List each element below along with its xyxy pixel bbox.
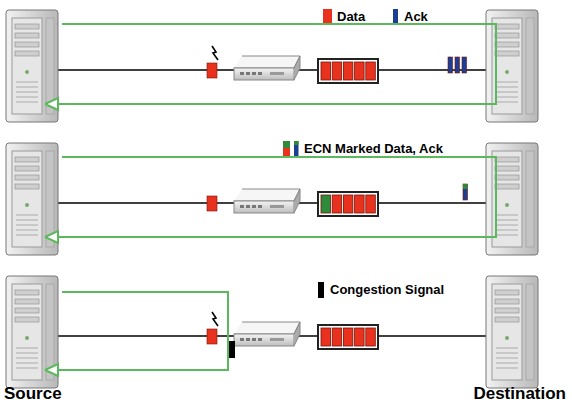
loop-arrowhead <box>45 231 58 243</box>
loop-arrowhead <box>45 98 58 110</box>
loop-arrowhead <box>45 364 58 376</box>
packet <box>463 184 468 200</box>
legend-swatch <box>318 282 324 298</box>
loss-bolt <box>212 46 218 60</box>
legend-text: Ack <box>404 10 428 23</box>
legend-swatch <box>323 9 332 23</box>
congestion-signal <box>229 341 235 358</box>
router-queue <box>318 325 378 349</box>
packet <box>448 57 453 73</box>
legend-text: Congestion Signal <box>330 283 444 296</box>
server-icon <box>486 143 538 255</box>
endpoint-label: Destination <box>473 385 566 402</box>
router-icon <box>234 189 300 213</box>
server-icon <box>486 276 538 388</box>
router-icon <box>234 322 300 346</box>
feedback-loop <box>46 157 496 237</box>
server-icon <box>486 10 538 122</box>
endpoint-label: Source <box>4 385 62 402</box>
router-icon <box>234 56 300 80</box>
packet <box>207 196 217 211</box>
ecn-sample <box>283 141 299 156</box>
scenario-row <box>6 143 538 255</box>
server-icon <box>6 10 58 122</box>
packet <box>455 57 460 73</box>
router-queue <box>318 192 378 216</box>
legend-text: Data <box>337 10 365 23</box>
server-icon <box>6 143 58 255</box>
legend-swatch <box>393 9 398 23</box>
feedback-loop <box>46 292 228 370</box>
scenario-row <box>6 276 538 388</box>
packet <box>207 63 217 78</box>
legend-text: ECN Marked Data, Ack <box>304 142 443 155</box>
router-queue <box>318 59 378 83</box>
feedback-loop <box>46 24 496 104</box>
server-icon <box>6 276 58 388</box>
loss-bolt <box>212 312 218 326</box>
packet <box>207 329 217 344</box>
scenario-row <box>6 10 538 122</box>
packet <box>462 57 467 73</box>
